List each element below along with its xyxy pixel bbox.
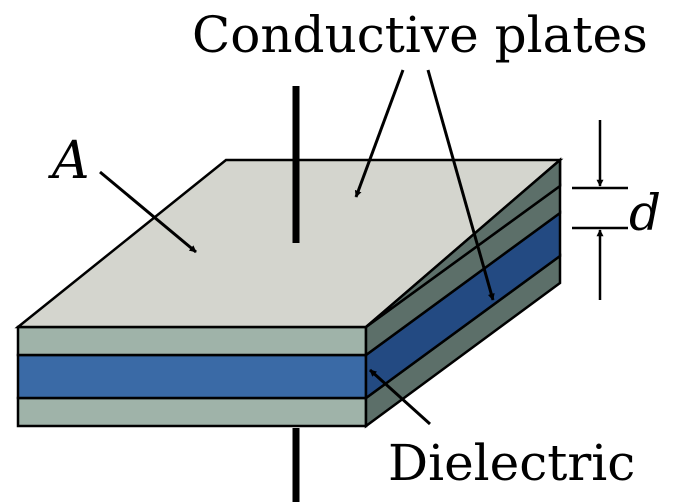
area-label: A: [48, 131, 90, 191]
plates-arrow-bottom: [426, 69, 495, 301]
top-side-strip: [365, 157, 562, 329]
dielectric-arrow: [368, 368, 432, 426]
plates-arrow-top: [354, 69, 405, 198]
distance-label: d: [629, 184, 661, 242]
area-arrow: [99, 170, 197, 254]
bottom-plate-front: [16, 396, 368, 428]
conductive-plates-label: Conductive plates: [192, 6, 648, 64]
dielectric-front: [16, 353, 368, 400]
top-plate-front: [16, 325, 368, 357]
dielectric-label: Dielectric: [388, 434, 635, 492]
